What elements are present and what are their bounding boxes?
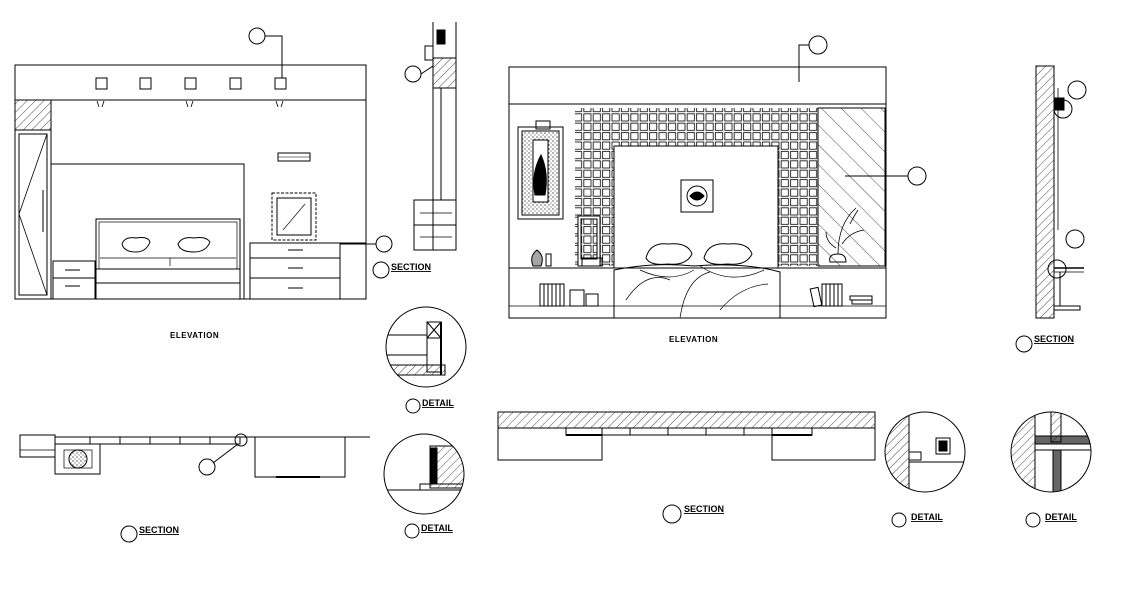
left-side-section	[372, 22, 457, 279]
detail-circle-3	[884, 411, 966, 528]
label-section-right-side: SECTION	[1034, 334, 1074, 344]
bottom-left-section	[19, 433, 370, 543]
label-section-left-side: SECTION	[391, 262, 431, 272]
label-elevation-center: ELEVATION	[669, 335, 718, 344]
detail-circle-4	[1010, 411, 1092, 528]
label-section-bottom-left: SECTION	[139, 525, 179, 535]
right-side-section	[1015, 65, 1087, 353]
label-detail-3: DETAIL	[911, 512, 943, 522]
detail-circle-2	[383, 433, 465, 539]
label-elevation-left: ELEVATION	[170, 331, 219, 340]
bottom-center-section	[497, 411, 876, 524]
label-detail-2: DETAIL	[421, 523, 453, 533]
label-detail-1: DETAIL	[422, 398, 454, 408]
left-elevation	[14, 27, 393, 300]
label-detail-4: DETAIL	[1045, 512, 1077, 522]
detail-circle-1	[385, 306, 467, 414]
center-elevation	[508, 35, 927, 319]
label-section-bottom-center: SECTION	[684, 504, 724, 514]
